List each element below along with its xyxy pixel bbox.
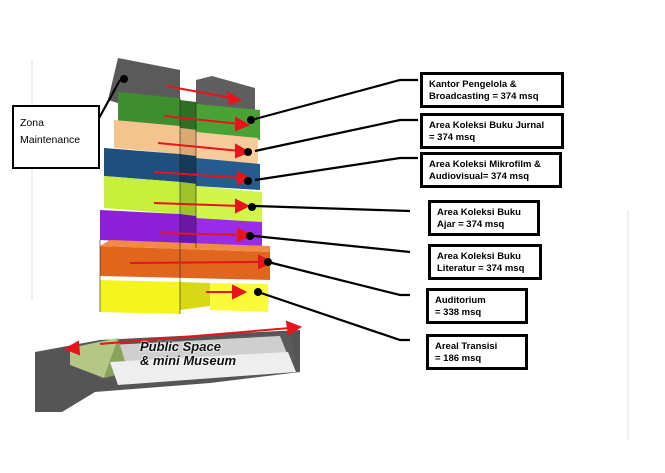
arrow (163, 115, 241, 125)
flow-arrows (63, 85, 303, 356)
arrow-head (235, 143, 251, 159)
public-space-front (110, 352, 296, 385)
zona-maintenance-label: Zona Maintenance (12, 105, 100, 169)
leader-lines (97, 78, 418, 342)
leader-dots (120, 75, 272, 296)
arrow-head (63, 340, 81, 356)
mikrofilm-block-mid (180, 154, 196, 184)
label-area-koleksi-jurnal: Area Koleksi Buku Jurnal = 374 msq (420, 113, 564, 149)
label-kantor-pengelola: Kantor Pengelola & Broadcasting = 374 ms… (420, 72, 564, 108)
arrow-head (232, 284, 248, 300)
arrow (157, 142, 241, 152)
auditorium-block-top (100, 240, 270, 252)
transisi-block-left (100, 280, 180, 314)
label-area-koleksi-mikrofilm: Area Koleksi Mikrofilm & Audiovisual= 37… (420, 152, 562, 188)
label-areal-transisi: Areal Transisi = 186 msq (426, 334, 528, 370)
arrow (99, 327, 291, 345)
jurnal-block-mid (180, 128, 196, 156)
ajar-block-right (196, 186, 262, 222)
arrow (153, 202, 241, 207)
label-area-koleksi-literatur: Area Koleksi Buku Literatur = 374 msq (428, 244, 542, 280)
public-space-label: Public Space & mini Museum (140, 339, 237, 368)
arrow-head (237, 170, 253, 186)
kantor-block-mid (180, 100, 196, 130)
arrow-head (235, 116, 251, 132)
jurnal-block-left (114, 120, 180, 154)
arrow-head (235, 198, 251, 214)
ajar-block-mid (180, 182, 196, 216)
ajar-block-left (104, 176, 180, 214)
jurnal-block-right (196, 132, 258, 164)
arrow-head (226, 91, 243, 106)
literatur-block-mid (180, 214, 196, 246)
label-area-koleksi-ajar: Area Koleksi Buku Ajar = 374 msq (428, 200, 540, 236)
arrow (159, 232, 243, 236)
label-auditorium: Auditorium = 338 msq (426, 288, 528, 324)
kantor-block-left (118, 92, 180, 128)
literatur-block-left (100, 210, 180, 244)
transisi-block-mid (180, 282, 210, 310)
arrow-head (285, 320, 303, 336)
arrow-head (237, 227, 253, 243)
arrow (153, 171, 243, 179)
arrow (165, 85, 233, 99)
transisi-block-right (210, 283, 268, 312)
arrow (129, 261, 263, 264)
public-space-green-wedge (70, 338, 118, 378)
mikrofilm-block-left (104, 148, 180, 182)
